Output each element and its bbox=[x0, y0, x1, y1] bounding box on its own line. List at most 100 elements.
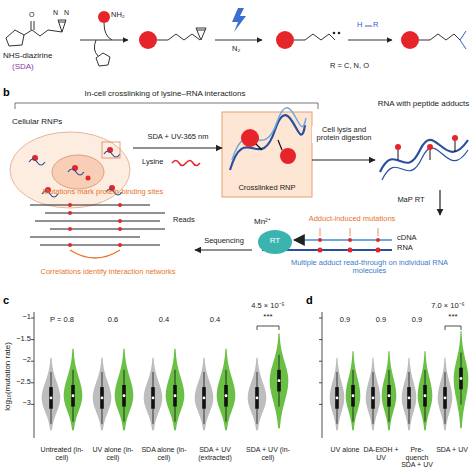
box bbox=[122, 385, 126, 407]
chem-label: (SDA) bbox=[12, 63, 52, 72]
box bbox=[277, 370, 281, 392]
median-dot bbox=[72, 394, 75, 397]
violin bbox=[166, 349, 185, 431]
tick-label: −3 bbox=[9, 399, 31, 407]
tick-label: −2 bbox=[9, 356, 31, 364]
median-dot bbox=[123, 394, 126, 397]
median-dot bbox=[225, 394, 228, 397]
reads-illustration bbox=[30, 203, 165, 258]
box bbox=[443, 387, 447, 409]
tick bbox=[31, 318, 34, 319]
axis-title: log₁₀(mutation rate) bbox=[4, 331, 13, 421]
bracket-label: In-cell crosslinking of lysine–RNA inter… bbox=[25, 90, 305, 99]
tick-label: −1 bbox=[9, 313, 31, 321]
tick-label: −2.5 bbox=[9, 378, 31, 386]
box bbox=[387, 385, 391, 407]
whisker bbox=[226, 370, 227, 422]
category-label: UV alone bbox=[327, 446, 363, 454]
flow-arrow bbox=[312, 159, 375, 160]
p-value: 7.0 × 10⁻⁶ bbox=[426, 302, 470, 310]
text-label: cDNA bbox=[397, 234, 432, 242]
violin bbox=[115, 349, 134, 431]
tick bbox=[31, 339, 34, 340]
whisker bbox=[175, 370, 176, 422]
y-axis bbox=[34, 312, 35, 438]
whisker bbox=[124, 370, 125, 422]
whisker bbox=[445, 372, 446, 424]
flow-arrow bbox=[439, 190, 440, 215]
significance-bracket bbox=[257, 326, 279, 330]
category-label: Pre-quench SDA + UV bbox=[399, 446, 435, 469]
node-label: Mutations mark protein-binding sites bbox=[28, 188, 178, 196]
category-label: SDA + UV bbox=[434, 446, 470, 454]
zoom-box: Crosslinked RNP bbox=[222, 112, 312, 197]
whisker bbox=[204, 372, 205, 424]
median-dot bbox=[372, 397, 375, 400]
whisker bbox=[461, 353, 462, 405]
p-value: *** bbox=[258, 313, 278, 322]
chem-label: H bbox=[357, 21, 365, 29]
whisker bbox=[279, 355, 280, 407]
median-dot bbox=[256, 397, 259, 400]
y-axis bbox=[322, 312, 323, 438]
tick bbox=[31, 382, 34, 383]
category-label: SDA + UV (extracted) bbox=[190, 446, 240, 461]
edge-label: SDA + UV-365 nm bbox=[137, 133, 219, 141]
box bbox=[423, 385, 427, 407]
p-value: 0.9 bbox=[364, 316, 398, 324]
tick bbox=[319, 382, 322, 383]
box bbox=[459, 368, 463, 390]
violin bbox=[93, 358, 112, 431]
node-label: Adduct-induced mutations bbox=[292, 215, 412, 223]
chem-label: R bbox=[373, 21, 381, 29]
chem-label: NHS-diazirine bbox=[3, 52, 73, 61]
p-value: 0.9 bbox=[400, 316, 434, 324]
node-label: RNA with peptide adducts bbox=[375, 100, 472, 109]
tick-label: −1.5 bbox=[9, 335, 31, 343]
violin bbox=[418, 351, 433, 430]
cell-node: Cellular RNPs bbox=[8, 112, 133, 212]
category-label: SDA alone (in-cell) bbox=[139, 446, 189, 461]
box bbox=[335, 387, 339, 409]
rna-group: RNA with peptide adducts bbox=[375, 100, 472, 190]
edge-label: Sequencing bbox=[198, 237, 250, 245]
p-value: *** bbox=[443, 313, 463, 322]
violin bbox=[195, 358, 214, 431]
zoom-illustration bbox=[222, 108, 312, 197]
flow-arrow bbox=[195, 249, 252, 250]
p-value: P = 0.8 bbox=[40, 316, 84, 324]
callout-label: Lysine bbox=[142, 158, 172, 166]
cell-illustration bbox=[10, 132, 130, 208]
violin bbox=[346, 351, 361, 430]
violin bbox=[270, 334, 289, 429]
lysine-symbol bbox=[172, 161, 200, 166]
median-dot bbox=[444, 397, 447, 400]
tick bbox=[319, 361, 322, 362]
edge-label: MaP RT bbox=[390, 196, 432, 204]
category-label: UV alone (in-cell) bbox=[88, 446, 138, 461]
box bbox=[173, 385, 177, 407]
violin bbox=[64, 349, 83, 431]
violin bbox=[438, 358, 453, 431]
reads-group: Mutations mark protein-binding sitesRead… bbox=[18, 188, 195, 290]
whisker bbox=[373, 372, 374, 424]
panel-letter: b bbox=[3, 86, 15, 98]
chem-label: R = C, N, O bbox=[330, 62, 390, 70]
category-label: DA-EtOH + UV bbox=[363, 446, 399, 461]
whisker bbox=[353, 370, 354, 422]
panel-letter: c bbox=[3, 294, 15, 306]
tick bbox=[31, 361, 34, 362]
box bbox=[407, 387, 411, 409]
edge-label: Cell lysis and protein digestion bbox=[312, 126, 376, 143]
whisker bbox=[409, 372, 410, 424]
reverse-transcription bbox=[258, 228, 392, 254]
violin bbox=[402, 358, 417, 431]
whisker bbox=[51, 372, 52, 424]
median-dot bbox=[336, 397, 339, 400]
violin bbox=[248, 358, 267, 431]
node-label: Cellular RNPs bbox=[12, 118, 102, 127]
violin bbox=[42, 358, 61, 431]
median-dot bbox=[203, 397, 206, 400]
box bbox=[151, 387, 155, 409]
box bbox=[71, 385, 75, 407]
